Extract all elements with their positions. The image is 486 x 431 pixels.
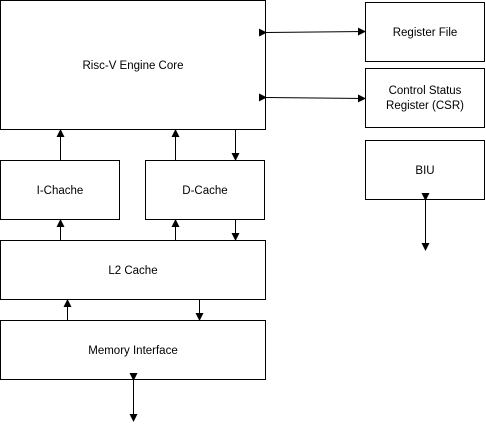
memory-interface-label: Memory Interface	[88, 345, 177, 357]
core-register-file-arrow	[258, 27, 366, 37]
biu-block[interactable]: BIU	[365, 140, 485, 200]
i-cache-block[interactable]: I-Chache	[0, 160, 120, 220]
engine-core-label: Risc-V Engine Core	[83, 60, 184, 72]
i-cache-label: I-Chache	[37, 185, 84, 197]
engine-core-block[interactable]: Risc-V Engine Core	[0, 0, 266, 130]
l2-cache-block[interactable]: L2 Cache	[0, 240, 266, 300]
csr-label-line2: Register (CSR)	[386, 100, 464, 112]
d-cache-block[interactable]: D-Cache	[145, 160, 265, 220]
core-csr-arrow	[258, 93, 366, 103]
register-file-block[interactable]: Register File	[365, 2, 485, 62]
d-cache-label: D-Cache	[182, 185, 227, 197]
register-file-label: Register File	[393, 27, 458, 39]
csr-block[interactable]: Control Status Register (CSR)	[365, 68, 485, 128]
csr-label-line1: Control Status	[389, 85, 462, 97]
l2-cache-label: L2 Cache	[108, 265, 157, 277]
memory-interface-block[interactable]: Memory Interface	[0, 320, 266, 380]
biu-label: BIU	[415, 165, 434, 177]
